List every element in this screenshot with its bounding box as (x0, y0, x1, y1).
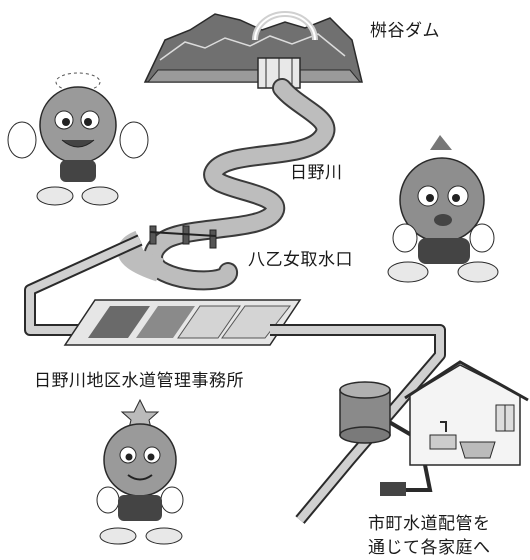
water-mascot-crowned (96, 398, 184, 545)
intake-pipe (24, 234, 143, 336)
treatment-plant (63, 299, 302, 346)
homes-label-line2: 通じて各家庭へ (368, 538, 491, 558)
house (404, 360, 529, 466)
water-mascot-sitting (387, 135, 499, 283)
mountain-dam-illustration (143, 11, 363, 89)
river-label: 日野川 (290, 163, 343, 183)
intake-gate (149, 225, 217, 249)
distribution-pipe (270, 324, 446, 524)
office-label: 日野川地区水道管理事務所 (34, 371, 244, 391)
water-tank (339, 381, 391, 444)
homes-label: 市町水道配管を 通じて各家庭へ (368, 512, 491, 560)
intake-label: 八乙女取水口 (248, 250, 353, 270)
water-mascot-waving (7, 72, 149, 206)
dam-label: 桝谷ダム (370, 21, 440, 41)
homes-label-line1: 市町水道配管を (368, 514, 491, 534)
